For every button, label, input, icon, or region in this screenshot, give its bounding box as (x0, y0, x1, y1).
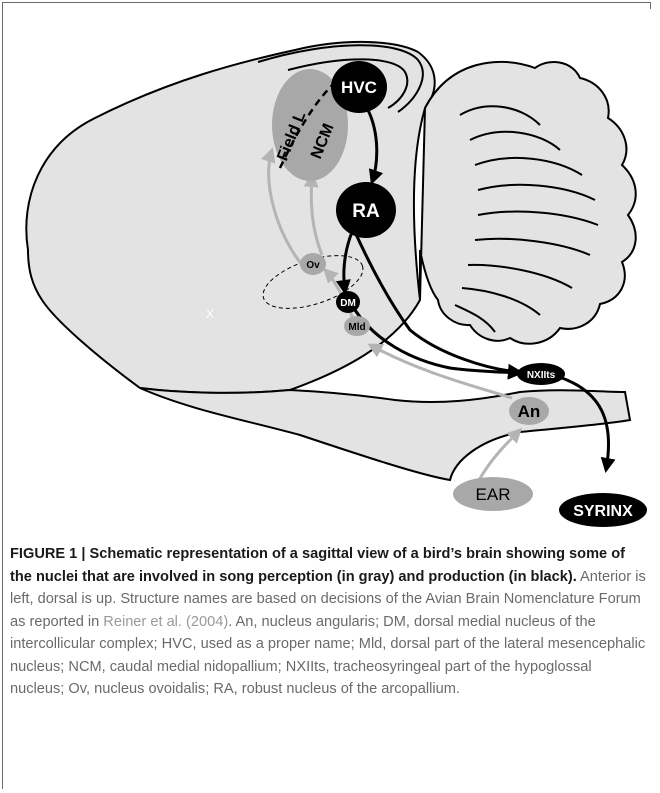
caption-reference-link[interactable]: Reiner et al. (2004) (103, 614, 228, 630)
syrinx-structure: SYRINX (559, 493, 647, 527)
nxiits-label: NXIIts (527, 370, 556, 381)
ra-nucleus: RA (336, 182, 396, 238)
dm-label: DM (340, 298, 356, 309)
dm-nucleus: DM (336, 291, 360, 313)
hvc-nucleus: HVC (331, 61, 387, 113)
mld-nucleus: Mld (344, 316, 370, 336)
cerebellum-outline (420, 62, 636, 344)
mld-label: Mld (348, 322, 365, 333)
an-label: An (518, 402, 541, 421)
an-nucleus: An (509, 397, 549, 425)
x-marker: X (206, 307, 214, 321)
brain-diagram: Field L NCM HVC RA Ov DM Mld NXIIts An E… (0, 0, 660, 540)
ear-structure: EAR (453, 477, 533, 511)
ear-label: EAR (476, 485, 511, 504)
brainstem (140, 388, 630, 480)
figure-caption: FIGURE 1 | Schematic representation of a… (10, 543, 650, 701)
caption-title: FIGURE 1 | Schematic representation of a… (10, 546, 625, 585)
ov-label: Ov (306, 260, 320, 271)
ov-nucleus: Ov (300, 253, 326, 275)
syrinx-label: SYRINX (573, 503, 633, 520)
hvc-label: HVC (341, 78, 377, 97)
ra-label: RA (352, 201, 380, 222)
nxiits-nucleus: NXIIts (517, 363, 565, 385)
